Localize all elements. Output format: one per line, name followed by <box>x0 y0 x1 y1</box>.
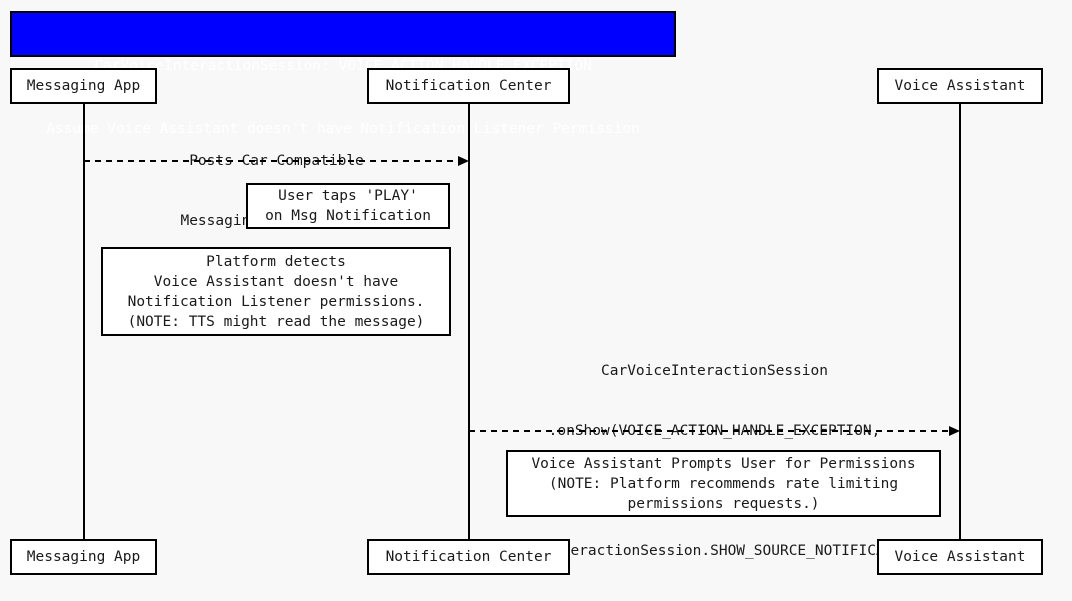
participant-head-notification-center[interactable]: Notification Center <box>367 68 570 104</box>
note-platform-detects-line-4: (NOTE: TTS might read the message) <box>127 313 425 330</box>
message-arrow-post-notification-line <box>84 160 458 162</box>
lifeline-notification-center <box>468 103 470 539</box>
participant-head-messaging-app-label: Messaging App <box>26 78 141 94</box>
diagram-title-line-2: Assume Voice Assistant doesn't have Noti… <box>46 121 640 137</box>
note-prompts-permissions-line-1: Voice Assistant Prompts User for Permiss… <box>531 455 916 472</box>
note-platform-detects: Platform detects Voice Assistant doesn't… <box>101 247 451 336</box>
participant-head-messaging-app[interactable]: Messaging App <box>10 68 157 104</box>
note-user-taps-play-line-2: on Msg Notification <box>265 208 431 224</box>
message-arrow-on-show <box>469 426 960 437</box>
lifeline-voice-assistant <box>959 103 961 539</box>
message-arrow-post-notification-head <box>458 156 469 166</box>
participant-head-notification-center-label: Notification Center <box>385 78 552 94</box>
note-user-taps-play-line-1: User taps 'PLAY' <box>278 188 418 204</box>
note-platform-detects-line-1: Platform detects <box>206 253 346 270</box>
participant-head-voice-assistant-label: Voice Assistant <box>894 78 1026 94</box>
note-platform-detects-line-3: Notification Listener permissions. <box>127 293 425 310</box>
participant-head-voice-assistant[interactable]: Voice Assistant <box>877 68 1043 104</box>
lifeline-messaging-app <box>83 103 85 539</box>
note-platform-detects-line-2: Voice Assistant doesn't have <box>153 273 399 290</box>
note-prompts-permissions-line-2: (NOTE: Platform recommends rate limiting <box>548 475 899 492</box>
note-user-taps-play: User taps 'PLAY' on Msg Notification <box>246 183 450 229</box>
message-arrow-post-notification <box>84 156 469 167</box>
message-label-on-show-line-4: VoiceInteractionSession.SHOW_SOURCE_NOTI… <box>500 543 929 559</box>
message-arrow-on-show-line <box>469 430 949 432</box>
note-prompts-permissions-line-3: permissions requests.) <box>627 495 820 512</box>
participant-foot-messaging-app[interactable]: Messaging App <box>10 539 157 575</box>
participant-foot-notification-center-label: Notification Center <box>385 549 552 565</box>
participant-foot-voice-assistant[interactable]: Voice Assistant <box>877 539 1043 575</box>
note-prompts-permissions: Voice Assistant Prompts User for Permiss… <box>506 450 941 517</box>
diagram-title-banner: CarVoiceInteractionSession: VOICE_ACTION… <box>10 11 676 137</box>
participant-foot-messaging-app-label: Messaging App <box>26 549 141 565</box>
message-label-on-show-line-1: CarVoiceInteractionSession <box>601 363 828 379</box>
message-arrow-on-show-head <box>949 426 960 436</box>
participant-foot-voice-assistant-label: Voice Assistant <box>894 549 1026 565</box>
participant-foot-notification-center[interactable]: Notification Center <box>367 539 570 575</box>
